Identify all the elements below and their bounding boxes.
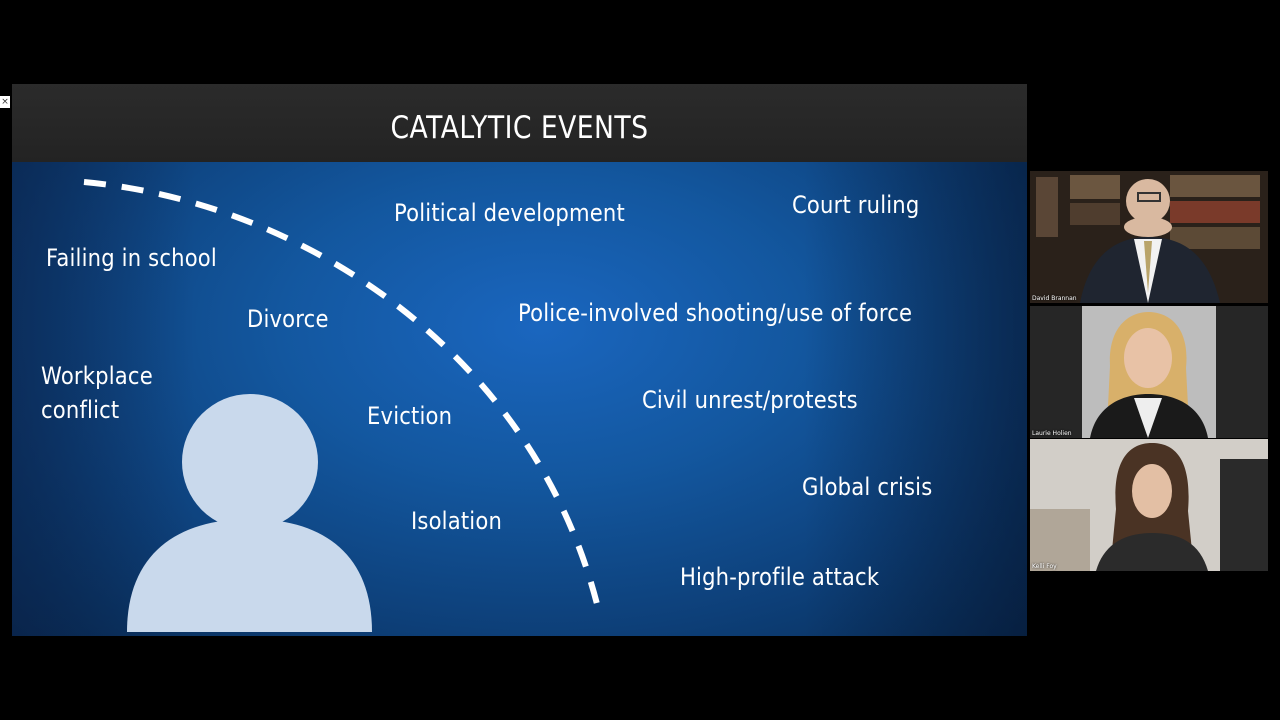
close-icon[interactable]: × bbox=[0, 96, 10, 108]
participant-video bbox=[1030, 306, 1268, 438]
event-workplace: Workplace bbox=[41, 362, 153, 390]
participant-name: David Brannan bbox=[1032, 295, 1077, 302]
slide-title: CATALYTIC EVENTS bbox=[390, 110, 649, 146]
bookshelf-background bbox=[1030, 171, 1268, 303]
participant-gallery: David Brannan Laurie Holien Kelli Foy bbox=[1030, 171, 1268, 573]
participant-tile[interactable]: David Brannan bbox=[1030, 171, 1268, 303]
participant-tile[interactable]: Laurie Holien bbox=[1030, 306, 1268, 438]
event-divorce: Divorce bbox=[247, 305, 329, 333]
participant-name: Kelli Foy bbox=[1032, 563, 1057, 570]
event-civil-unrest: Civil unrest/protests bbox=[642, 386, 858, 414]
event-political-development: Political development bbox=[394, 199, 625, 227]
slide-body bbox=[12, 162, 1027, 636]
shared-slide: CATALYTIC EVENTS Failing in school Divor… bbox=[12, 84, 1027, 636]
event-failing-in-school: Failing in school bbox=[46, 244, 217, 272]
dashed-arc bbox=[83, 179, 600, 605]
event-police-shooting: Police-involved shooting/use of force bbox=[518, 299, 913, 327]
event-global-crisis: Global crisis bbox=[802, 473, 933, 501]
person-icon bbox=[127, 394, 372, 632]
participant-tile[interactable]: Kelli Foy bbox=[1030, 439, 1268, 571]
event-eviction: Eviction bbox=[367, 402, 453, 430]
event-high-profile-attack: High-profile attack bbox=[680, 563, 880, 591]
slide-header bbox=[12, 84, 1027, 162]
event-conflict: conflict bbox=[41, 396, 120, 424]
participant-video bbox=[1030, 439, 1268, 571]
participant-name: Laurie Holien bbox=[1032, 430, 1072, 437]
event-court-ruling: Court ruling bbox=[792, 191, 920, 219]
event-isolation: Isolation bbox=[411, 507, 503, 535]
